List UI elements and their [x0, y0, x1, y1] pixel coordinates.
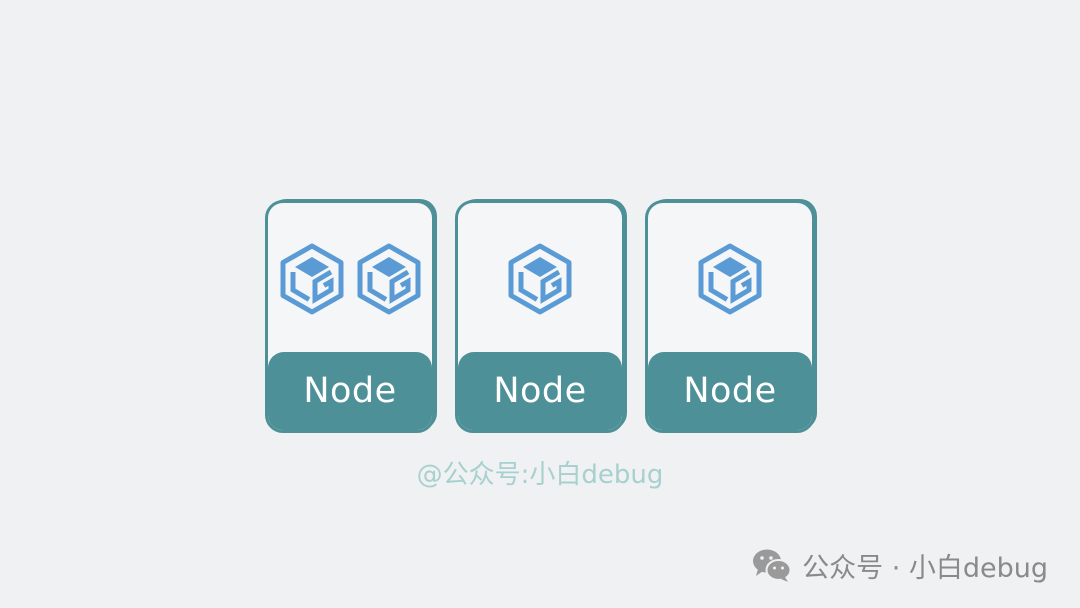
node-footer: Node	[648, 352, 812, 430]
node-card: Node	[455, 200, 625, 433]
node-label: Node	[303, 371, 397, 411]
node-footer: Node	[458, 352, 622, 430]
hexagon-g-icon	[507, 243, 573, 315]
hexagon-g-icon	[697, 243, 763, 315]
node-group: Node Node Node	[265, 200, 815, 433]
node-label: Node	[683, 371, 777, 411]
node-icons	[458, 243, 622, 315]
hexagon-g-icon	[279, 243, 345, 315]
hexagon-g-icon	[356, 243, 422, 315]
node-footer: Node	[268, 352, 432, 430]
credit: 公众号 · 小白debug	[752, 546, 1048, 585]
node-icons	[268, 243, 432, 315]
node-card: Node	[645, 200, 815, 433]
credit-text: 公众号 · 小白debug	[802, 553, 1048, 584]
node-label: Node	[493, 371, 587, 411]
wechat-icon	[753, 549, 792, 582]
watermark-text: @公众号:小白debug	[416, 460, 664, 490]
node-card: Node	[265, 200, 435, 433]
node-icons	[648, 243, 812, 315]
